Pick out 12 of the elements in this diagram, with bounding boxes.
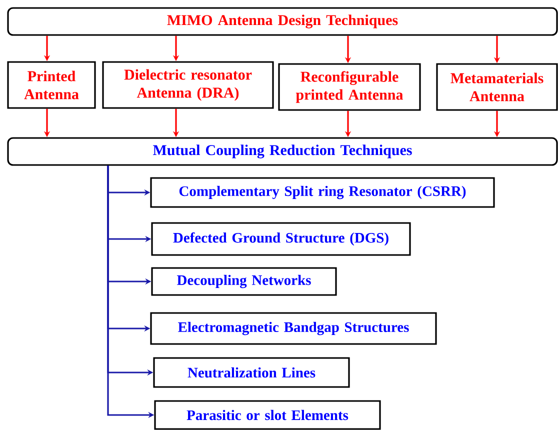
technique-box: Electromagnetic Bandgap Structures <box>150 312 437 345</box>
category-box: Reconfigurable printed Antenna <box>278 63 421 111</box>
technique-box: Complementary Split ring Resonator (CSRR) <box>150 177 495 208</box>
heading-bar: Mutual Coupling Reduction Techniques <box>7 137 558 166</box>
technique-box: Parasitic or slot Elements <box>154 400 381 430</box>
heading-bar: MIMO Antenna Design Techniques <box>7 7 558 36</box>
technique-box: Defected Ground Structure (DGS) <box>151 222 411 256</box>
technique-box: Neutralization Lines <box>153 357 350 388</box>
technique-box: Decoupling Networks <box>151 267 337 296</box>
category-box: Printed Antenna <box>7 61 96 109</box>
category-box: Dielectric resonator Antenna (DRA) <box>102 61 274 109</box>
category-box: Metamaterials Antenna <box>436 63 558 111</box>
